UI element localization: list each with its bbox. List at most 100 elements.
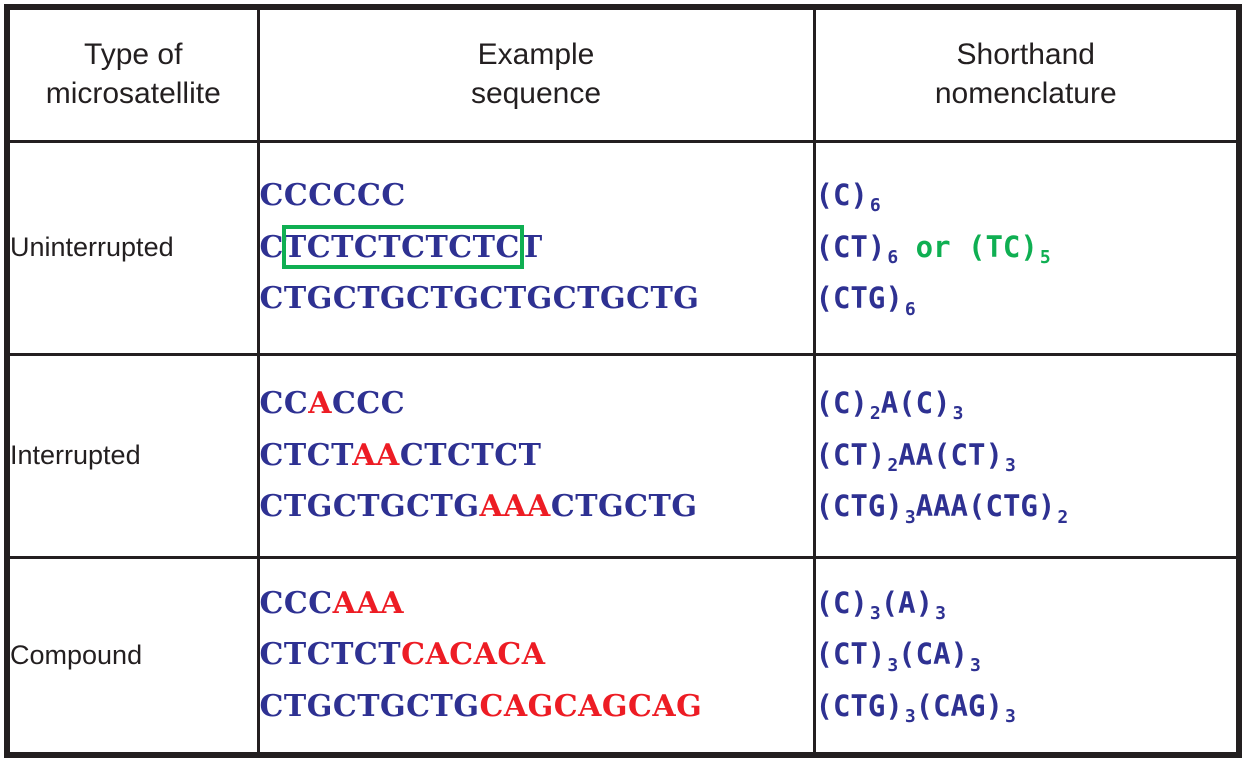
example-sequence-line: CTGCTGCTGCAGCAGCAG <box>260 681 813 733</box>
header-cell-shorthand: Shorthand nomenclature <box>814 10 1236 143</box>
example-sequence-line: CCACCC <box>260 378 813 430</box>
nomenclature-unit: (CTG) <box>815 281 903 316</box>
type-label-interrupted: Interrupted <box>10 354 260 559</box>
interruption-segment: AAA <box>479 489 551 525</box>
example-sequences-uninterrupted: CCCCCC CTCTCTCTCTCT CTGCTGCTGCTGCTGCTG <box>258 141 816 356</box>
interruption-segment: CAGCAGCAG <box>479 689 703 725</box>
repeat-count-subscript: 3 <box>887 654 899 676</box>
repeat-count-subscript: 2 <box>1057 506 1069 528</box>
repeat-segment: CTCT <box>259 437 353 473</box>
interruption-segment: CACACA <box>401 637 546 673</box>
sequence-list: CCCCCC CTCTCTCTCTCT CTGCTGCTGCTGCTGCTG <box>260 170 813 325</box>
type-label-compound: Compound <box>10 557 260 752</box>
header-example-line1: Example <box>477 38 595 72</box>
repeat-count-subscript: 6 <box>869 195 881 217</box>
repeat-count-subscript: 2 <box>869 403 881 425</box>
repeat-segment: CCC <box>259 585 333 621</box>
repeat-segment: CTGCTG <box>550 489 698 525</box>
microsatellite-table-container: Type of microsatellite Example sequence … <box>4 4 1242 758</box>
shorthand-uninterrupted: (C)6(CT)6 or (TC)5(CTG)6 <box>814 141 1237 356</box>
shorthand-nomenclature-line: (CT)6 or (TC)5 <box>816 222 1237 274</box>
repeat-segment: CCCCCC <box>259 178 406 214</box>
repeat-count-subscript: 3 <box>935 603 946 625</box>
shorthand-nomenclature-line: (C)2A(C)3 <box>816 378 1237 430</box>
shorthand-list: (C)6(CT)6 or (TC)5(CTG)6 <box>816 170 1237 325</box>
shorthand-nomenclature-line: (CTG)6 <box>816 273 1237 325</box>
shorthand-nomenclature-line: (C)3(A)3 <box>816 578 1237 630</box>
nomenclature-unit: (CA) <box>898 637 969 672</box>
sequence-text: CTGCTGCTGCTGCTGCTG <box>260 273 700 325</box>
alternate-nomenclature: (TC) <box>968 229 1038 264</box>
header-type-line2: microsatellite <box>45 76 221 110</box>
sequence-text: CTCTCTCACACA <box>260 629 546 681</box>
repeat-count-subscript: 3 <box>904 506 916 528</box>
alternate-nomenclature: or <box>898 229 969 264</box>
repeat-segment: CTCTCT <box>259 637 402 673</box>
shorthand-nomenclature-line: (CT)2AA(CT)3 <box>816 430 1237 482</box>
repeat-count-subscript: 6 <box>887 246 899 268</box>
header-cell-type: Type of microsatellite <box>10 10 260 143</box>
header-shorthand-line2: nomenclature <box>934 76 1117 110</box>
example-sequence-line: CTCTAACTCTCT <box>260 430 813 482</box>
sequence-text: CTCTCTCTCTCT <box>260 222 543 274</box>
repeat-segment: CTGCTGCTG <box>259 489 480 525</box>
shorthand-nomenclature-line: (CTG)3AAA(CTG)2 <box>816 481 1237 533</box>
example-sequence-line: CCCCCC <box>260 170 813 222</box>
repeat-count-subscript: 3 <box>1004 454 1016 476</box>
nomenclature-unit: (A) <box>880 585 934 620</box>
interruption-segment: AA <box>352 437 400 473</box>
header-example-line2: sequence <box>470 76 602 110</box>
repeat-count-subscript: 5 <box>1039 246 1051 268</box>
nomenclature-unit: AA(CT) <box>898 437 1003 472</box>
example-sequence-line: CCCAAA <box>260 578 813 630</box>
sequence-text: CCCAAA <box>260 578 404 630</box>
header-cell-example: Example sequence <box>258 10 816 143</box>
interruption-segment: A <box>308 386 333 422</box>
sequence-text: CTCTAACTCTCT <box>260 430 542 482</box>
example-sequence-line: CTCTCTCTCTCT <box>260 222 813 274</box>
nomenclature-unit: (CAG) <box>915 689 1003 724</box>
example-sequence-line: CTGCTGCTGCTGCTGCTG <box>260 273 813 325</box>
shorthand-list: (C)2A(C)3(CT)2AA(CT)3(CTG)3AAA(CTG)2 <box>816 378 1237 533</box>
repeat-count-subscript: 3 <box>970 654 981 676</box>
sequence-text: CCACCC <box>260 378 406 430</box>
nomenclature-unit: AAA(CTG) <box>915 489 1056 524</box>
repeat-segment: CTGCTGCTG <box>259 689 480 725</box>
header-type-line1: Type of <box>84 38 183 72</box>
nomenclature-unit: (CT) <box>815 437 886 472</box>
nomenclature-unit: (CTG) <box>815 689 903 724</box>
header-shorthand-line1: Shorthand <box>956 38 1095 72</box>
shorthand-nomenclature-line: (C)6 <box>816 170 1237 222</box>
repeat-count-subscript: 6 <box>904 298 916 320</box>
nomenclature-unit: (CT) <box>815 229 886 264</box>
example-sequence-line: CTGCTGCTGAAACTGCTG <box>260 481 813 533</box>
sequence-text: CCCCCC <box>260 170 406 222</box>
sequence-text: CTGCTGCTGAAACTGCTG <box>260 481 698 533</box>
repeat-count-subscript: 3 <box>904 706 916 728</box>
repeat-segment: CCC <box>332 386 406 422</box>
nomenclature-unit: (CT) <box>815 637 886 672</box>
example-sequence-line: CTCTCTCACACA <box>260 629 813 681</box>
repeat-segment: CTCTCTCTCTCT <box>259 229 543 265</box>
repeat-count-subscript: 3 <box>952 403 964 425</box>
nomenclature-unit: (C) <box>815 386 868 421</box>
shorthand-interrupted: (C)2A(C)3(CT)2AA(CT)3(CTG)3AAA(CTG)2 <box>814 354 1237 559</box>
table-header-row: Type of microsatellite Example sequence … <box>10 10 1236 143</box>
table-row-uninterrupted: Uninterrupted CCCCCC CTCTCTCTCTCT CTGCTGCT… <box>10 141 1237 356</box>
shorthand-list: (C)3(A)3(CT)3(CA)3(CTG)3(CAG)3 <box>816 578 1237 733</box>
type-label-uninterrupted: Uninterrupted <box>10 141 260 356</box>
repeat-count-subscript: 2 <box>887 454 899 476</box>
shorthand-nomenclature-line: (CT)3(CA)3 <box>816 629 1237 681</box>
nomenclature-unit: (C) <box>815 178 868 213</box>
nomenclature-unit: (CTG) <box>815 489 903 524</box>
repeat-segment: CTGCTGCTGCTGCTGCTG <box>259 281 700 317</box>
interruption-segment: AAA <box>332 585 404 621</box>
shorthand-compound: (C)3(A)3(CT)3(CA)3(CTG)3(CAG)3 <box>814 557 1236 752</box>
shorthand-nomenclature-line: (CTG)3(CAG)3 <box>816 681 1237 733</box>
repeat-count-subscript: 3 <box>869 603 881 625</box>
